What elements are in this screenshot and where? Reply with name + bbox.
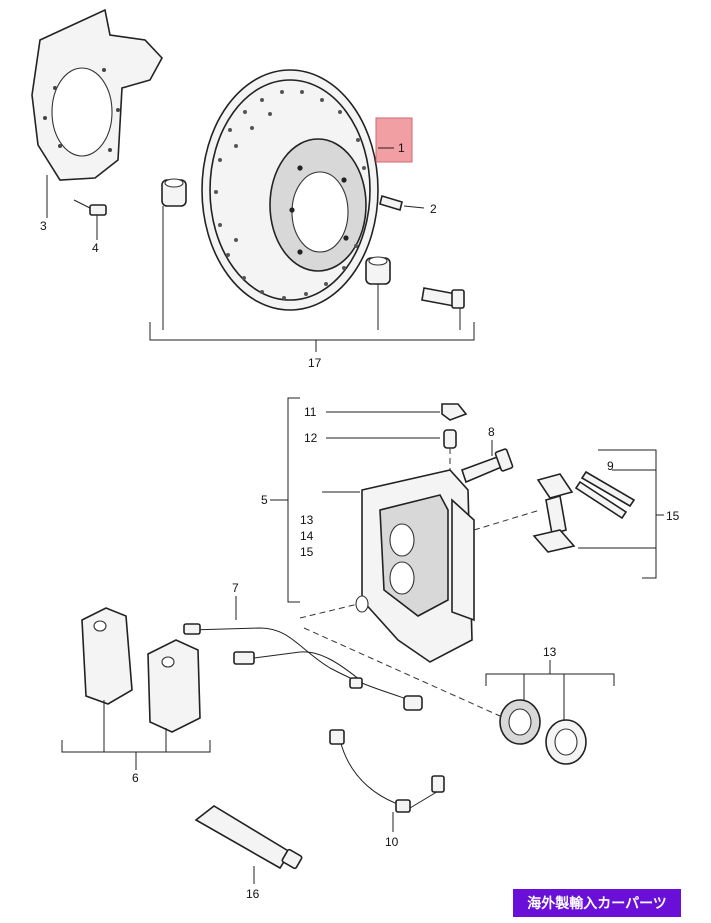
callout-7: 7: [232, 581, 239, 595]
callout-12: 12: [304, 431, 318, 445]
callout-17: 17: [308, 356, 322, 370]
piston-seal-b: [545, 719, 587, 765]
callout-10: 10: [385, 835, 399, 849]
pad-retainer: [532, 473, 576, 553]
callout-4: 4: [92, 241, 99, 255]
spacer-sleeve-left: [161, 178, 187, 207]
callout-9: 9: [607, 459, 614, 473]
highlight-marker: [375, 117, 413, 163]
grease-tube: [194, 805, 303, 870]
callout-13-list: 13: [300, 513, 314, 527]
brake-line: [329, 729, 445, 813]
callout-5: 5: [261, 493, 268, 507]
wear-sensor-cable: [183, 623, 423, 711]
retaining-pin-upper: [580, 470, 636, 508]
callout-1: 1: [398, 141, 405, 155]
callout-16: 16: [246, 887, 260, 901]
shield-screw: [73, 199, 107, 216]
retaining-pin-lower: [574, 480, 628, 520]
brake-pad-outer: [81, 607, 133, 705]
caliper-mount-bolt: [460, 448, 514, 484]
bleeder-cap: [441, 403, 468, 421]
callout-15-pins: 15: [666, 509, 680, 523]
callout-8: 8: [488, 425, 495, 439]
brake-disc: [201, 69, 379, 311]
callout-2: 2: [430, 202, 437, 216]
callout-13-seal: 13: [543, 645, 557, 659]
brake-pad-inner: [147, 639, 201, 733]
callout-3: 3: [40, 219, 47, 233]
watermark-badge: 海外製輸入カーパーツ: [513, 889, 681, 917]
brake-caliper: [355, 469, 475, 663]
caliper-bolt: [421, 287, 465, 309]
callout-11: 11: [304, 405, 317, 419]
bleeder-valve: [443, 429, 457, 449]
callout-6: 6: [132, 771, 139, 785]
spacer-sleeve-right: [365, 256, 391, 285]
piston-seal-a: [499, 699, 541, 745]
dust-shield: [31, 8, 163, 181]
wheel-bolt-short: [379, 194, 425, 212]
callout-15-list: 15: [300, 545, 314, 559]
callout-14-list: 14: [300, 529, 314, 543]
